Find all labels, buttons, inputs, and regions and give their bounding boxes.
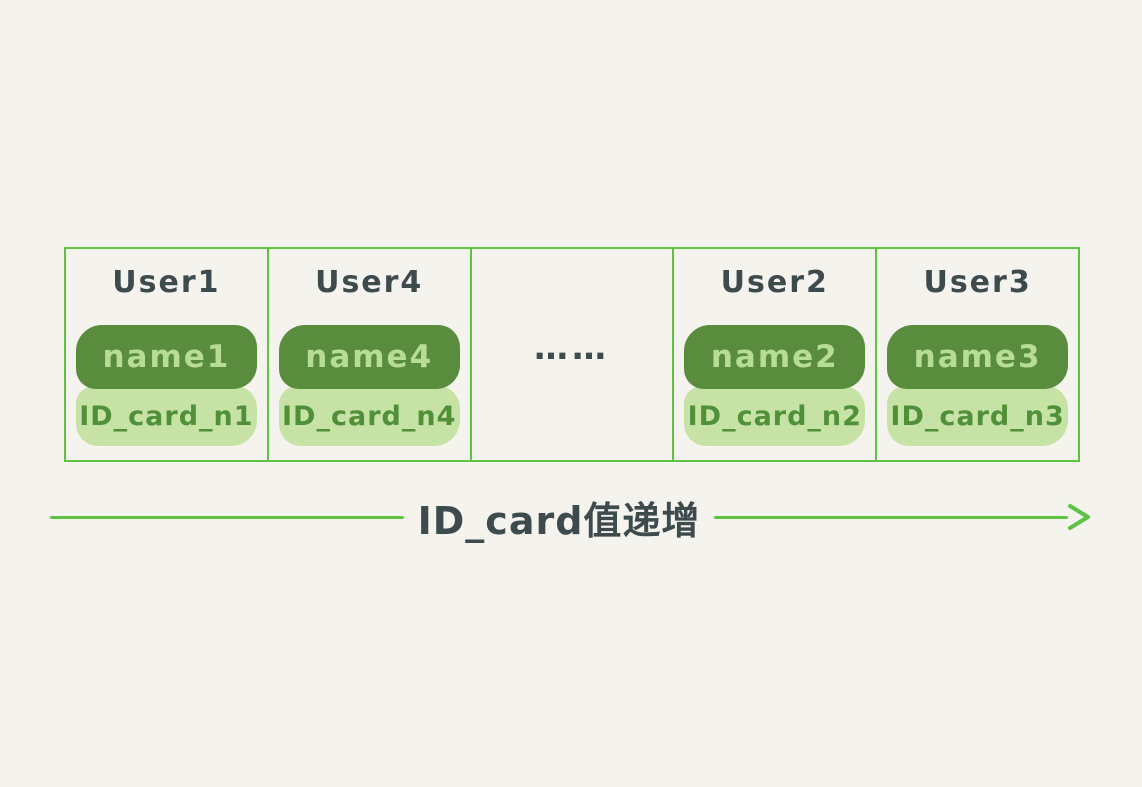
- arrow-line-right: [714, 515, 1069, 519]
- arrow-head-icon: [1068, 504, 1091, 530]
- name-pill: name3: [887, 325, 1068, 389]
- user-cell-4: User4 name4 ID_card_n4: [269, 249, 472, 460]
- id-card-pill: ID_card_n1: [76, 386, 257, 446]
- user-title: User2: [720, 265, 829, 300]
- name-pill: name2: [684, 325, 866, 389]
- user-title: User1: [112, 265, 221, 300]
- pill-stack: name2 ID_card_n2: [684, 325, 866, 446]
- user-title: User3: [923, 265, 1032, 300]
- user-cell-1: User1 name1 ID_card_n1: [66, 249, 269, 460]
- arrow-line-left: [50, 515, 404, 519]
- name-pill: name1: [76, 325, 257, 389]
- user-title: User4: [315, 265, 424, 300]
- id-card-pill: ID_card_n2: [684, 386, 866, 446]
- ellipsis-dots: ……: [533, 328, 610, 368]
- id-card-pill: ID_card_n3: [887, 386, 1068, 446]
- increase-arrow: ID_card值递增: [50, 487, 1092, 547]
- arrow-label: ID_card值递增: [417, 498, 701, 543]
- name-pill: name4: [278, 325, 460, 389]
- id-card-pill: ID_card_n4: [278, 386, 460, 446]
- ellipsis-cell: ……: [472, 249, 675, 460]
- pill-stack: name3 ID_card_n3: [887, 325, 1068, 446]
- pill-stack: name1 ID_card_n1: [76, 325, 257, 446]
- user-cell-3: User3 name3 ID_card_n3: [877, 249, 1078, 460]
- user-cell-2: User2 name2 ID_card_n2: [674, 249, 878, 460]
- pill-stack: name4 ID_card_n4: [278, 325, 460, 446]
- user-table-row: User1 name1 ID_card_n1 User4 name4 ID_ca…: [64, 247, 1080, 462]
